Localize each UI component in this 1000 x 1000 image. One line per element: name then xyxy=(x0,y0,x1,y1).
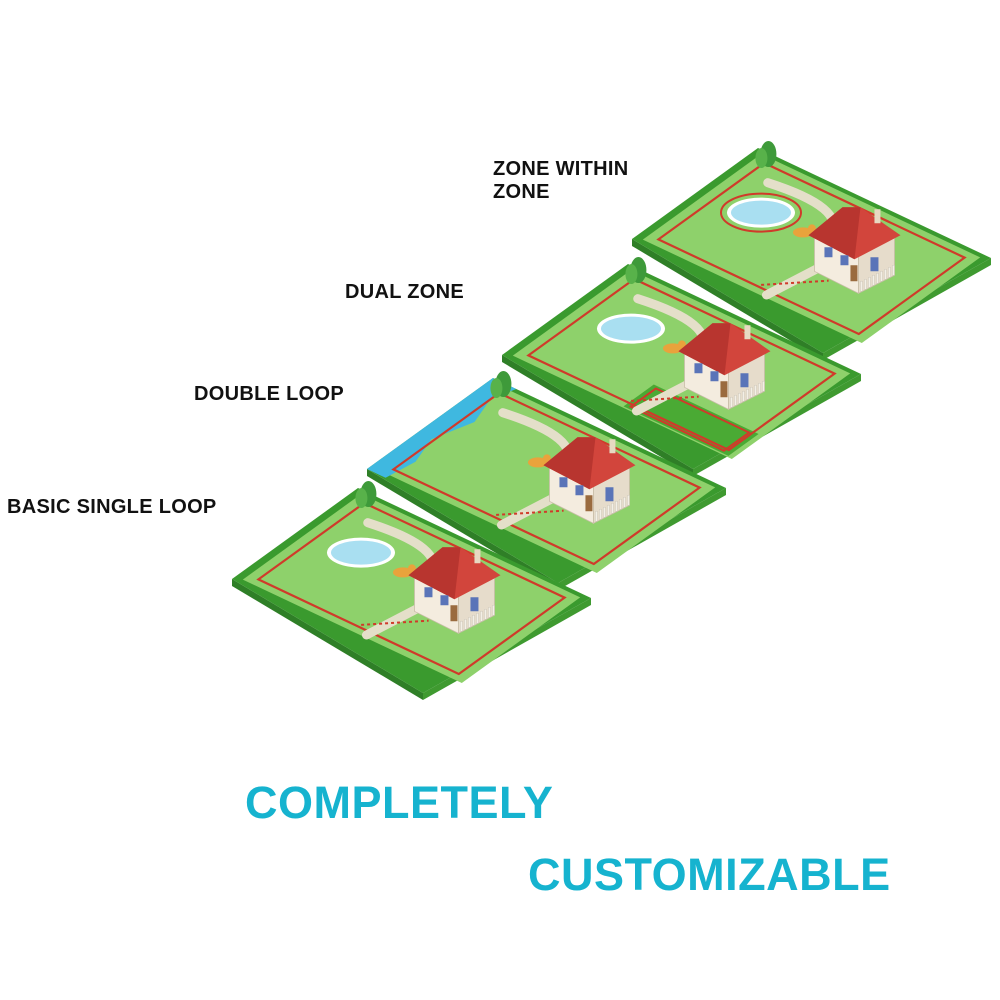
window xyxy=(440,595,449,606)
tile-edge xyxy=(632,239,823,360)
house xyxy=(543,437,636,524)
dog xyxy=(792,227,813,238)
lawn xyxy=(377,384,716,573)
twisted-wire xyxy=(496,509,564,516)
window xyxy=(470,597,479,612)
boundary-wire xyxy=(526,277,837,452)
pond xyxy=(601,316,661,341)
twisted-wire xyxy=(631,395,699,402)
pond xyxy=(331,540,391,565)
boundary-wire xyxy=(256,501,567,676)
window xyxy=(424,587,433,598)
house xyxy=(808,207,901,294)
headline-completely: COMPLETELY xyxy=(245,777,554,828)
window xyxy=(559,477,568,488)
window xyxy=(740,373,749,388)
door xyxy=(850,265,858,282)
label-zone-within-zone: ZONE WITHIN ZONE xyxy=(493,158,629,203)
label-basic-single-loop: BASIC SINGLE LOOP xyxy=(7,496,217,518)
tile-edge xyxy=(367,469,558,590)
tile-edge xyxy=(232,579,423,700)
tree xyxy=(355,488,368,509)
yard-basic-single-loop xyxy=(232,481,591,700)
tree xyxy=(755,148,768,169)
window xyxy=(840,255,849,266)
twisted-wire xyxy=(361,619,429,626)
window xyxy=(824,247,833,258)
pond xyxy=(731,200,791,225)
window xyxy=(575,485,584,496)
inner-zone-wire xyxy=(720,192,802,233)
window xyxy=(605,487,614,502)
door xyxy=(720,381,728,398)
tree xyxy=(490,378,503,399)
dog xyxy=(662,343,683,354)
tree xyxy=(625,264,638,285)
river xyxy=(367,378,517,478)
tile-edge xyxy=(502,355,693,476)
house xyxy=(408,547,501,634)
boundary-wire xyxy=(391,391,702,566)
window xyxy=(710,371,719,382)
dog-head xyxy=(407,564,416,573)
house xyxy=(678,323,771,410)
headline-customizable: CUSTOMIZABLE xyxy=(528,849,891,900)
dog-head xyxy=(807,224,816,233)
dog-head xyxy=(677,340,686,349)
window xyxy=(694,363,703,374)
dog xyxy=(527,457,548,468)
window xyxy=(870,257,879,272)
yard-double-loop xyxy=(367,371,726,590)
yard-zone-within-zone xyxy=(632,141,991,360)
label-double-loop: DOUBLE LOOP xyxy=(194,383,344,405)
yard-dual-zone xyxy=(502,257,861,476)
door xyxy=(450,605,458,622)
boundary-wire xyxy=(656,161,967,336)
lawn xyxy=(512,270,851,459)
door xyxy=(585,495,593,512)
twisted-wire xyxy=(761,279,829,286)
dog-head xyxy=(542,454,551,463)
lawn xyxy=(242,494,581,683)
label-dual-zone: DUAL ZONE xyxy=(345,281,464,303)
dog xyxy=(392,567,413,578)
